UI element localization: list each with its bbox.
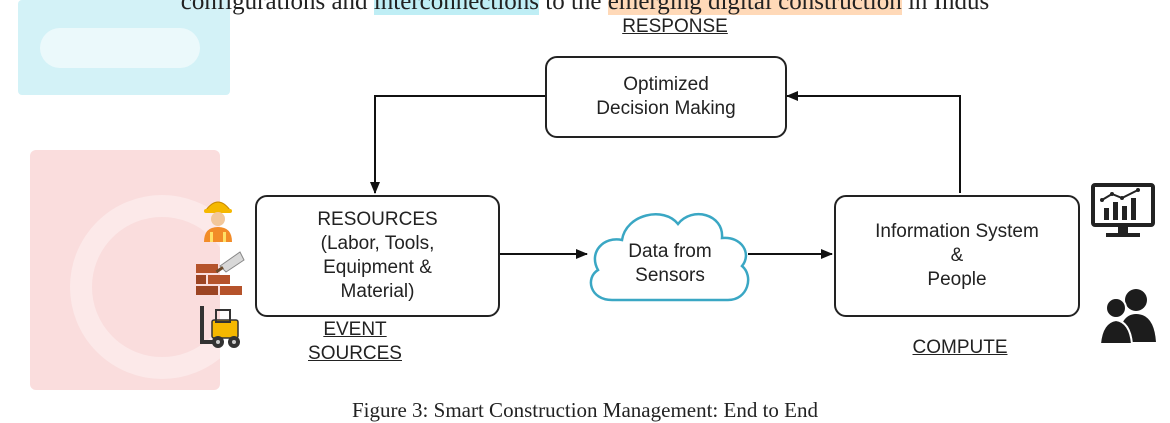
cloud-text: Data from Sensors xyxy=(600,240,740,288)
cloud-text-line: Sensors xyxy=(635,265,705,286)
info-box-line: Information System xyxy=(875,221,1039,242)
event-sources-line: SOURCES xyxy=(308,343,402,364)
arrow-info-to-decision xyxy=(786,91,961,193)
people-icon xyxy=(1098,289,1156,344)
text-part: configurations and xyxy=(180,0,374,15)
decision-box-line: Decision Making xyxy=(596,98,736,119)
arrow-decision-to-resources xyxy=(370,95,545,194)
event-sources-line: EVENT xyxy=(323,319,387,340)
cloud-shape xyxy=(589,213,750,302)
resources-box-line: (Labor, Tools, xyxy=(320,233,435,254)
information-system-box: Information System & People xyxy=(834,195,1080,317)
construction-worker-icon xyxy=(204,201,232,242)
resources-box-line: RESOURCES xyxy=(317,209,438,230)
text-part: to the xyxy=(539,0,608,15)
info-box-line: People xyxy=(927,269,987,290)
cloud-text-line: Data from xyxy=(628,241,712,262)
text-part-highlight: interconnections xyxy=(373,0,540,15)
compute-label: COMPUTE xyxy=(912,337,1008,358)
event-sources-label: EVENT SOURCES xyxy=(300,318,410,366)
resources-box-line: Equipment & xyxy=(323,257,432,278)
paragraph-text-fragment: configurations and interconnections to t… xyxy=(0,0,1170,16)
watermark-cyan-highlight xyxy=(40,28,200,68)
decision-making-box: Optimized Decision Making xyxy=(545,56,787,138)
decision-box-line: Optimized xyxy=(623,74,709,95)
bricks-trowel-icon xyxy=(196,251,245,295)
monitor-chart-icon xyxy=(1091,183,1155,237)
response-label: RESPONSE xyxy=(622,16,728,37)
forklift-icon xyxy=(200,306,240,348)
figure-caption: Figure 3: Smart Construction Management:… xyxy=(351,398,819,422)
resources-box-line: Material) xyxy=(340,281,415,302)
text-part: in Indus xyxy=(901,0,990,15)
text-part-highlight: emerging digital construction xyxy=(607,0,902,15)
info-box-line: & xyxy=(950,245,964,266)
resources-box: RESOURCES (Labor, Tools, Equipment & Mat… xyxy=(255,195,500,317)
